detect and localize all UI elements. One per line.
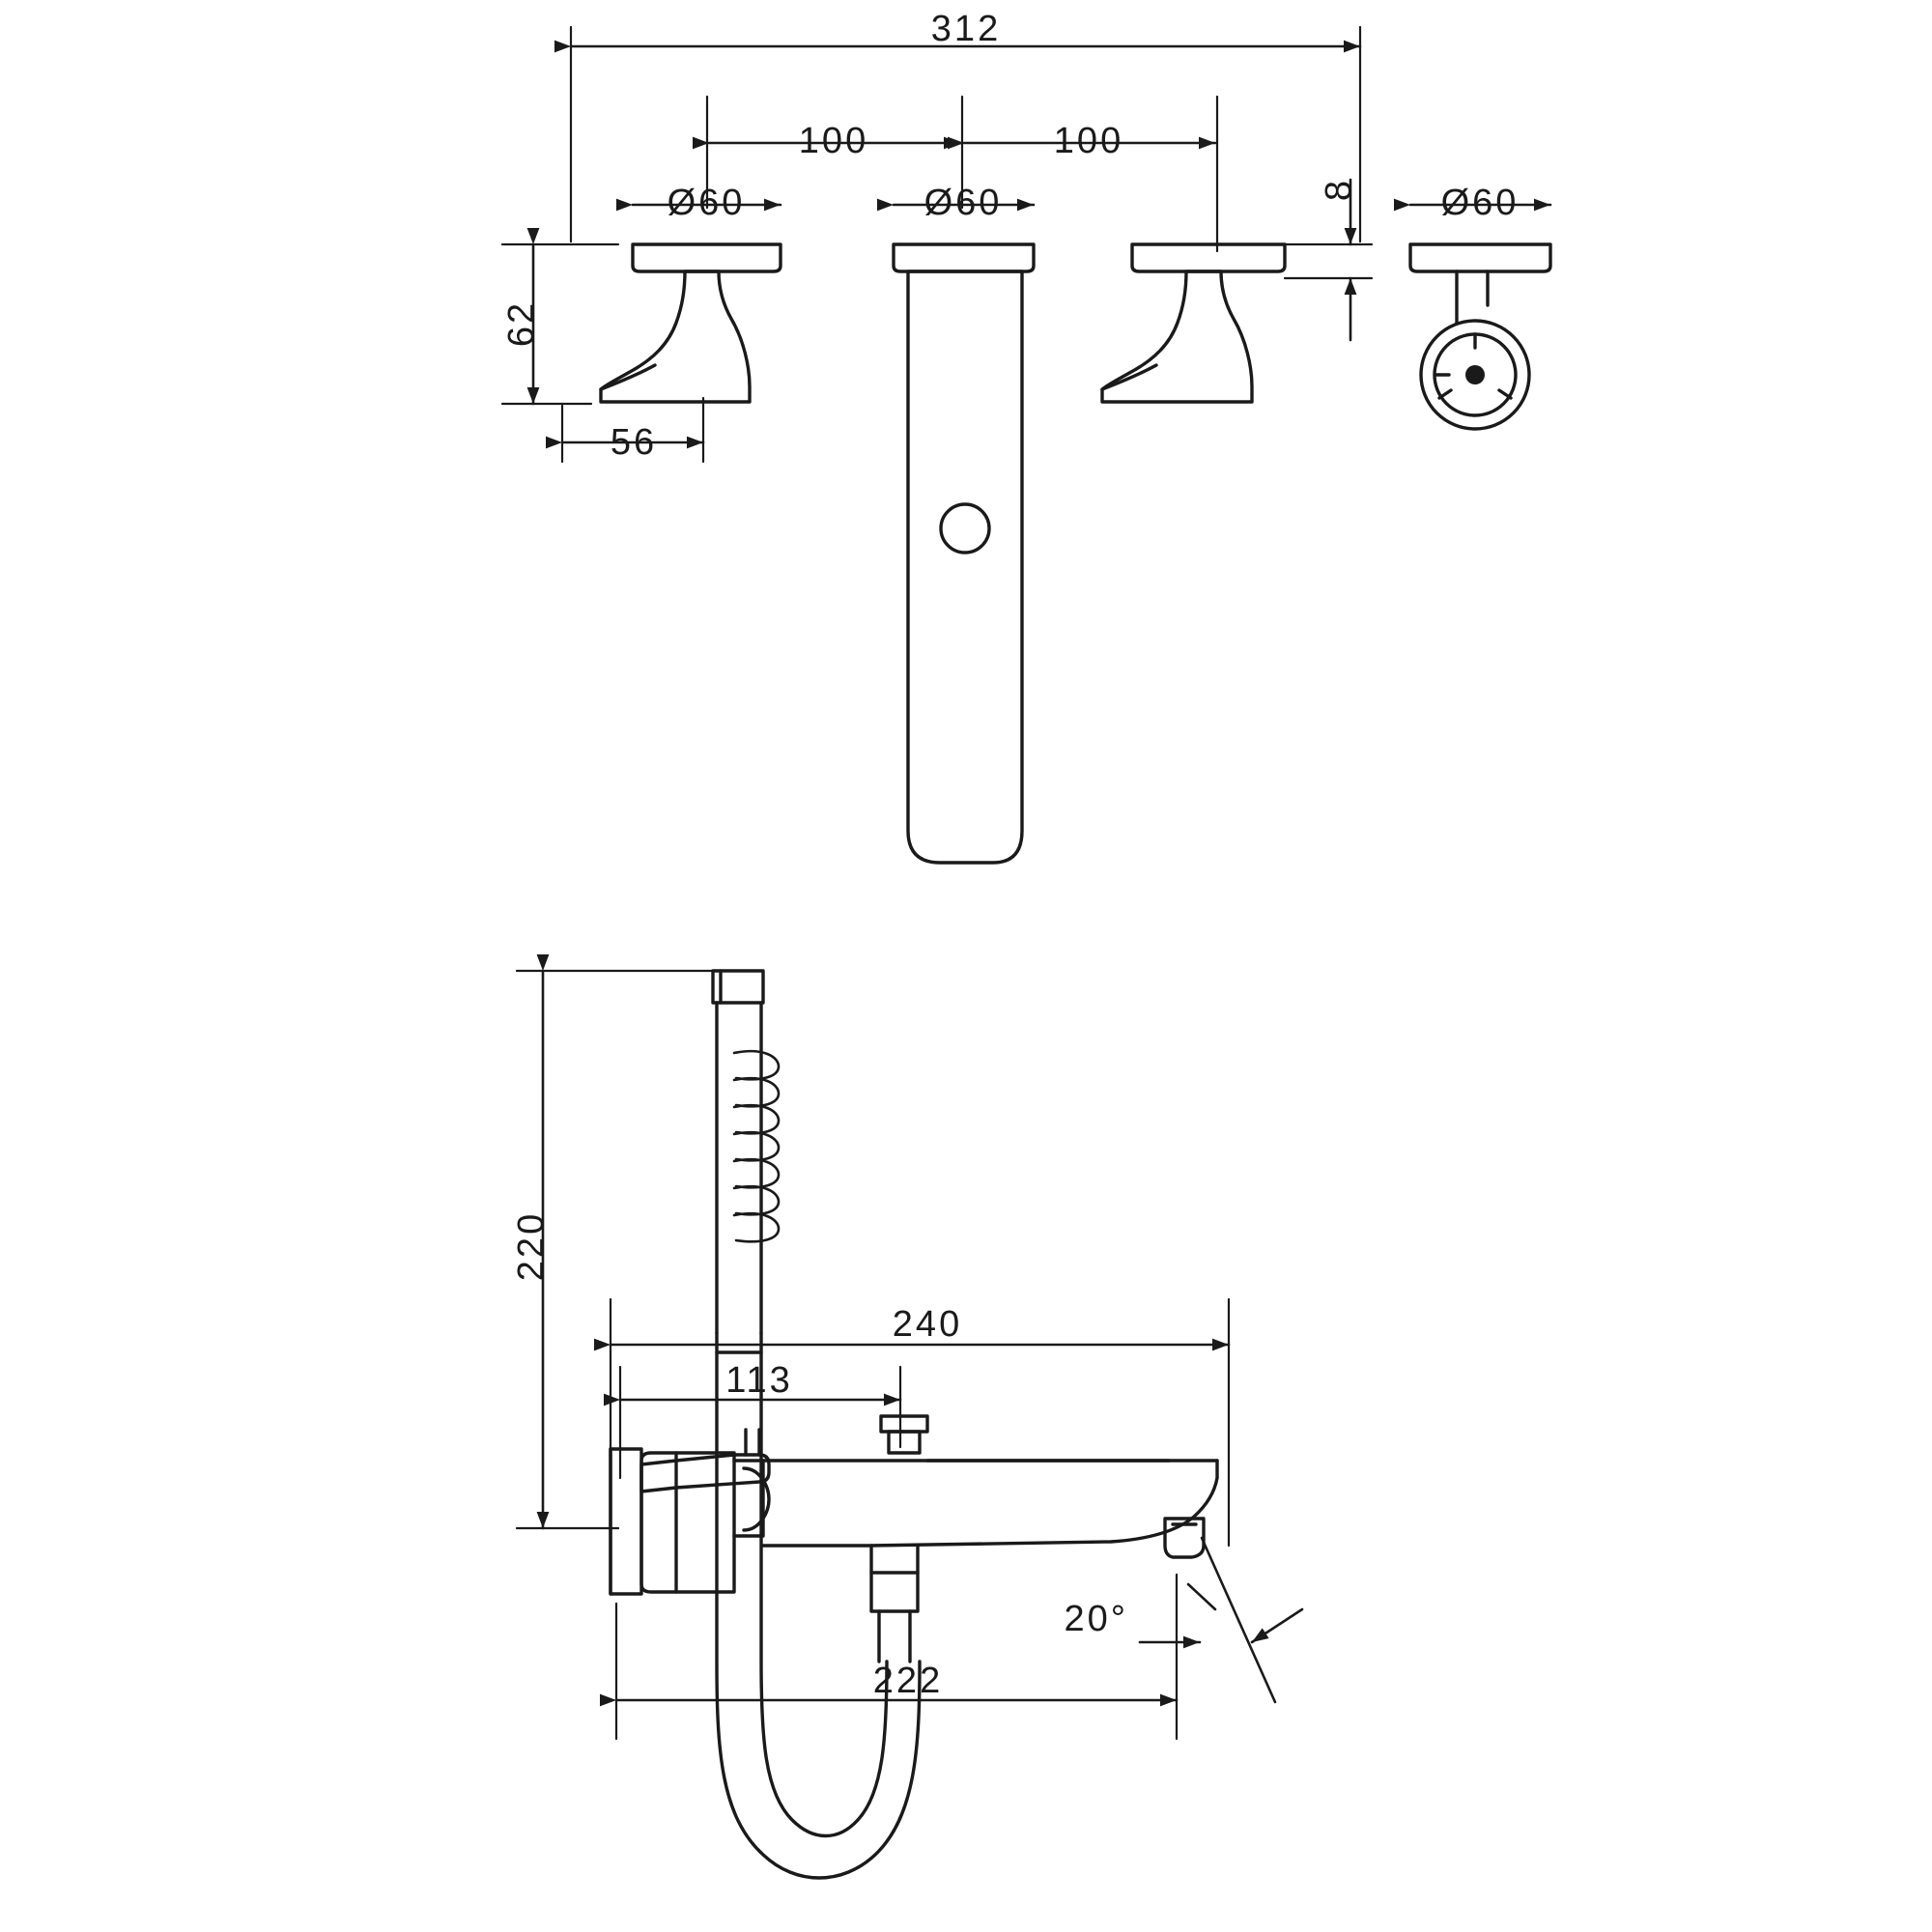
angle-callout-20deg [1138, 1536, 1304, 1704]
label-diameter-center: Ø60 [924, 183, 1003, 223]
shower-hose [715, 1350, 922, 1880]
mixer-body [639, 1414, 1219, 1663]
label-312: 312 [931, 9, 1001, 49]
extension-lines-thickness [1283, 242, 1374, 280]
label-100-right: 100 [1054, 121, 1123, 161]
extension-lines-spacing [705, 95, 1219, 253]
label-222: 222 [873, 1661, 943, 1701]
dimension-labels: 312 100 100 Ø60 Ø60 Ø60 8 62 56 220 240 … [501, 9, 1520, 1701]
label-62: 62 [501, 300, 542, 347]
label-diameter-left: Ø60 [668, 183, 746, 223]
label-56: 56 [611, 422, 657, 463]
label-8: 8 [1319, 178, 1359, 201]
extension-lines-handle-height [500, 242, 620, 406]
left-handle-elevation [599, 242, 782, 404]
handshower [711, 969, 781, 1354]
handshower-grip-ribs [732, 1049, 781, 1243]
center-spout-elevation [892, 242, 1036, 865]
label-100-left: 100 [799, 121, 868, 161]
label-240: 240 [893, 1304, 962, 1345]
extension-lines-overall [569, 25, 1362, 243]
label-220: 220 [511, 1211, 552, 1281]
label-113: 113 [725, 1360, 793, 1401]
extension-lines-handle-depth [560, 396, 705, 464]
right-handle-elevation [1100, 242, 1287, 404]
label-20-degrees: 20° [1065, 1599, 1128, 1639]
extension-lines-222 [614, 1573, 1179, 1741]
wall-escutcheon [609, 1447, 643, 1596]
label-diameter-side: Ø60 [1441, 183, 1520, 223]
side-handle-view [1408, 242, 1552, 431]
extension-lines-220 [515, 969, 717, 1530]
extension-lines-113 [618, 1365, 902, 1480]
